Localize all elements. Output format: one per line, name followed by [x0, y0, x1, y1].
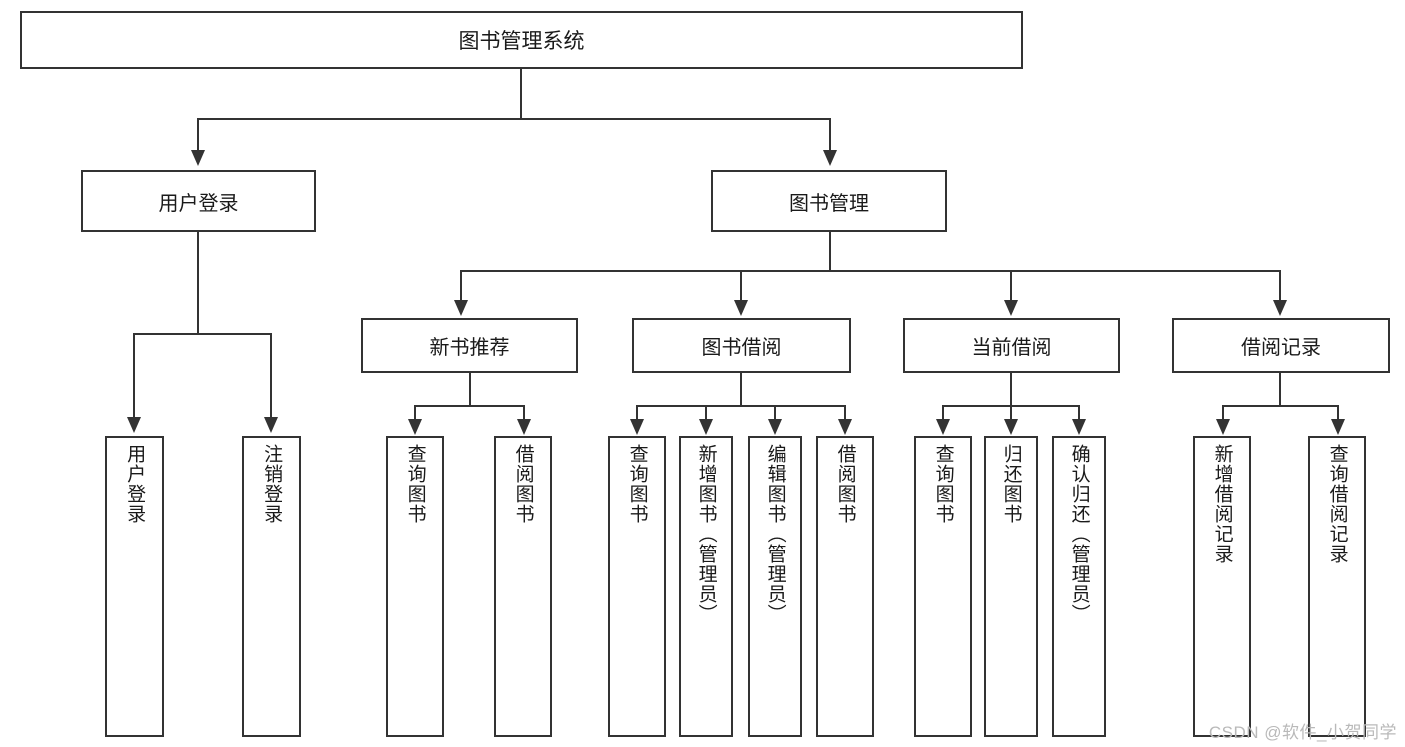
leaf-current-borrow-1[interactable]: 归还图书	[984, 436, 1038, 737]
leaf-user-login-0[interactable]: 用户登录	[105, 436, 164, 737]
leaf-book-borrow-3[interactable]: 借阅图书	[816, 436, 874, 737]
connector-root-to-user-login	[197, 118, 199, 152]
leaf-borrow-record-0[interactable]: 新增借阅记录	[1193, 436, 1251, 737]
connector-user-login-to-leaf-0	[133, 333, 135, 418]
leaf-label: 注销登录	[261, 444, 283, 524]
node-root-book-management-system[interactable]: 图书管理系统	[20, 11, 1023, 69]
arrowhead-bm-to-book-borrow	[734, 300, 748, 316]
leaf-label: 查询借阅记录	[1326, 444, 1348, 564]
connector-bb-to-leaf-0	[636, 405, 638, 421]
node-label: 新书推荐	[429, 337, 510, 359]
arrowhead-br-to-leaf-0	[1216, 419, 1230, 435]
connector-bm-to-borrow-record	[1279, 270, 1281, 302]
node-label: 图书借阅	[701, 337, 782, 359]
node-book-management[interactable]: 图书管理	[711, 170, 947, 232]
arrowhead-cb-to-leaf-0	[936, 419, 950, 435]
arrowhead-user-login-to-leaf-1	[264, 417, 278, 433]
connector-bb-to-leaf-3	[844, 405, 846, 421]
connector-user-login-bar	[133, 333, 272, 335]
leaf-label: 查询图书	[404, 444, 426, 524]
connector-nb-to-leaf-0	[414, 405, 416, 421]
connector-bm-to-new-book	[460, 270, 462, 302]
connector-root-bar	[197, 118, 831, 120]
leaf-book-borrow-0[interactable]: 查询图书	[608, 436, 666, 737]
arrowhead-bb-to-leaf-3	[838, 419, 852, 435]
leaf-label: 借阅图书	[834, 444, 856, 524]
node-label: 借阅记录	[1241, 337, 1321, 359]
connector-borrow-record-bar	[1222, 405, 1339, 407]
connector-current-borrow-stem	[1010, 373, 1012, 406]
leaf-label: 用户登录	[124, 444, 146, 524]
leaf-label: 新增借阅记录	[1211, 444, 1233, 564]
leaf-label: 归还图书	[1000, 444, 1022, 524]
connector-bb-to-leaf-2	[774, 405, 776, 421]
arrowhead-bm-to-current-borrow	[1004, 300, 1018, 316]
node-label: 当前借阅	[971, 337, 1052, 359]
connector-user-login-to-leaf-1	[270, 333, 272, 418]
leaf-label: 借阅图书	[512, 444, 534, 524]
arrowhead-cb-to-leaf-1	[1004, 419, 1018, 435]
connector-bm-to-book-borrow	[740, 270, 742, 302]
leaf-new-book-1[interactable]: 借阅图书	[494, 436, 552, 737]
arrowhead-root-to-book-management	[823, 150, 837, 166]
arrowhead-cb-to-leaf-2	[1072, 419, 1086, 435]
connector-borrow-record-stem	[1279, 373, 1281, 406]
node-current-borrow[interactable]: 当前借阅	[903, 318, 1120, 373]
connector-book-management-stem	[829, 232, 831, 272]
node-book-borrow[interactable]: 图书借阅	[632, 318, 851, 373]
connector-br-to-leaf-1	[1337, 405, 1339, 421]
arrowhead-bb-to-leaf-1	[699, 419, 713, 435]
leaf-user-login-1[interactable]: 注销登录	[242, 436, 301, 737]
connector-book-management-bar	[460, 270, 1280, 272]
arrowhead-nb-to-leaf-1	[517, 419, 531, 435]
leaf-new-book-0[interactable]: 查询图书	[386, 436, 444, 737]
connector-br-to-leaf-0	[1222, 405, 1224, 421]
connector-user-login-stem	[197, 232, 199, 334]
arrowhead-user-login-to-leaf-0	[127, 417, 141, 433]
connector-cb-to-leaf-2	[1078, 405, 1080, 421]
leaf-label: 新增图书（管理员）	[695, 444, 717, 624]
leaf-borrow-record-1[interactable]: 查询借阅记录	[1308, 436, 1366, 737]
arrowhead-bm-to-new-book	[454, 300, 468, 316]
connector-root-stem	[520, 69, 522, 119]
node-label: 图书管理	[789, 192, 869, 215]
leaf-book-borrow-1[interactable]: 新增图书（管理员）	[679, 436, 733, 737]
connector-bm-to-current-borrow	[1010, 270, 1012, 302]
node-user-login[interactable]: 用户登录	[81, 170, 316, 232]
leaf-book-borrow-2[interactable]: 编辑图书（管理员）	[748, 436, 802, 737]
connector-book-borrow-stem	[740, 373, 742, 406]
leaf-label: 编辑图书（管理员）	[764, 444, 786, 624]
arrowhead-root-to-user-login	[191, 150, 205, 166]
connector-nb-to-leaf-1	[523, 405, 525, 421]
arrowhead-bb-to-leaf-0	[630, 419, 644, 435]
connector-new-book-stem	[469, 373, 471, 406]
node-label: 用户登录	[158, 192, 239, 215]
connector-cb-to-leaf-1	[1010, 405, 1012, 421]
connector-cb-to-leaf-0	[942, 405, 944, 421]
node-borrow-record[interactable]: 借阅记录	[1172, 318, 1390, 373]
leaf-label: 确认归还（管理员）	[1068, 444, 1090, 624]
leaf-current-borrow-0[interactable]: 查询图书	[914, 436, 972, 737]
arrowhead-nb-to-leaf-0	[408, 419, 422, 435]
connector-new-book-bar	[414, 405, 525, 407]
connector-book-borrow-bar	[636, 405, 846, 407]
arrowhead-bm-to-borrow-record	[1273, 300, 1287, 316]
connector-root-to-book-management	[829, 118, 831, 152]
arrowhead-br-to-leaf-1	[1331, 419, 1345, 435]
leaf-label: 查询图书	[626, 444, 648, 524]
arrowhead-bb-to-leaf-2	[768, 419, 782, 435]
connector-bb-to-leaf-1	[705, 405, 707, 421]
node-label: 图书管理系统	[458, 30, 585, 53]
leaf-label: 查询图书	[932, 444, 954, 524]
leaf-current-borrow-2[interactable]: 确认归还（管理员）	[1052, 436, 1106, 737]
node-new-book-recommend[interactable]: 新书推荐	[361, 318, 578, 373]
